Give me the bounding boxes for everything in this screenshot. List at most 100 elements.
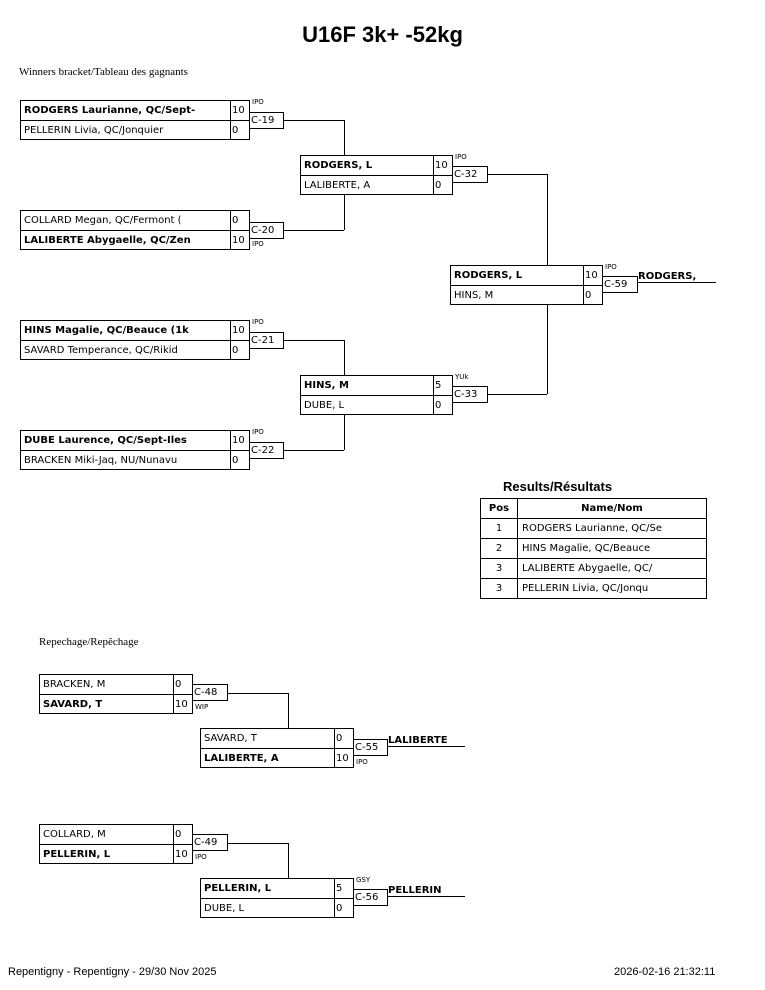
score: 0 bbox=[433, 396, 452, 415]
competitor-name: COLLARD, M bbox=[43, 829, 106, 840]
result-name: LALIBERTE Abygaelle, QC/ bbox=[517, 558, 707, 579]
match-c49-card: COLLARD, M PELLERIN, L 0 10 bbox=[39, 824, 193, 864]
match-c55-number: C-55 bbox=[353, 739, 388, 756]
table-row: 3 LALIBERTE Abygaelle, QC/ bbox=[480, 558, 707, 579]
match-c49-result-tag: IPO bbox=[195, 853, 207, 861]
competitor-name: LALIBERTE Abygaelle, QC/Zen bbox=[24, 235, 191, 246]
competitor-name: RODGERS, L bbox=[454, 270, 523, 281]
table-row: 3 PELLERIN Livia, QC/Jonqu bbox=[480, 578, 707, 599]
competitor-name: SAVARD, T bbox=[43, 699, 103, 710]
results-title: Results/Résultats bbox=[503, 479, 613, 494]
competitor-name: LALIBERTE, A bbox=[304, 180, 371, 191]
competitor-name: DUBE, L bbox=[304, 400, 345, 411]
match-c48-result-tag: WIP bbox=[195, 703, 209, 711]
competitor-name: RODGERS Laurianne, QC/Sept- bbox=[24, 105, 196, 116]
competitor-name: PELLERIN Livia, QC/Jonquier bbox=[24, 125, 164, 136]
header-name: Name/Nom bbox=[517, 498, 707, 519]
page-title: U16F 3k+ -52kg bbox=[302, 22, 463, 47]
match-c33-card: HINS, M DUBE, L 5 0 bbox=[300, 375, 453, 415]
match-c59-result-tag: IPO bbox=[605, 263, 617, 271]
match-c48-card: BRACKEN, M SAVARD, T 0 10 bbox=[39, 674, 193, 714]
competitor-name: COLLARD Megan, QC/Fermont ( bbox=[24, 215, 182, 226]
score: 10 bbox=[334, 749, 353, 768]
match-c56-result-tag: GSY bbox=[356, 876, 371, 884]
score: 0 bbox=[433, 176, 452, 195]
competitor-name: HINS, M bbox=[304, 380, 349, 391]
match-c21-number: C-21 bbox=[249, 332, 284, 349]
match-c20-result-tag: IPO bbox=[252, 240, 264, 248]
match-c20-number: C-20 bbox=[249, 222, 284, 239]
match-c20-card: COLLARD Megan, QC/Fermont ( LALIBERTE Ab… bbox=[20, 210, 250, 250]
match-c48-number: C-48 bbox=[192, 684, 228, 701]
match-c21-result-tag: IPO bbox=[252, 318, 264, 326]
match-c33-result-tag: YUk bbox=[455, 373, 469, 381]
match-c59-number: C-59 bbox=[602, 276, 638, 293]
result-pos: 3 bbox=[480, 578, 518, 599]
score: 0 bbox=[230, 121, 249, 140]
competitor-name: BRACKEN Miki-Jaq, NU/Nunavu bbox=[24, 455, 178, 466]
match-c56-card: PELLERIN, L DUBE, L 5 0 bbox=[200, 878, 354, 918]
competitor-name: DUBE Laurence, QC/Sept-Iles bbox=[24, 435, 187, 446]
competitor-name: HINS Magalie, QC/Beauce (1k bbox=[24, 325, 189, 336]
match-c55-card: SAVARD, T LALIBERTE, A 0 10 bbox=[200, 728, 354, 768]
match-c19-card: RODGERS Laurianne, QC/Sept- PELLERIN Liv… bbox=[20, 100, 250, 140]
match-c32-card: RODGERS, L LALIBERTE, A 10 0 bbox=[300, 155, 453, 195]
table-row: 2 HINS Magalie, QC/Beauce bbox=[480, 538, 707, 559]
match-c19-number: C-19 bbox=[249, 112, 284, 129]
competitor-name: RODGERS, L bbox=[304, 160, 373, 171]
result-name: HINS Magalie, QC/Beauce bbox=[517, 538, 707, 559]
header-pos: Pos bbox=[480, 498, 518, 519]
match-c33-number: C-33 bbox=[452, 386, 488, 403]
match-c22-number: C-22 bbox=[249, 442, 284, 459]
match-c55-result-tag: IPO bbox=[356, 758, 368, 766]
results-header-row: Pos Name/Nom bbox=[480, 498, 707, 519]
footer-location: Repentigny - Repentigny - 29/30 Nov 2025 bbox=[8, 966, 217, 978]
score: 5 bbox=[334, 879, 353, 898]
score: 5 bbox=[433, 376, 452, 395]
result-pos: 3 bbox=[480, 558, 518, 579]
score: 0 bbox=[334, 899, 353, 918]
score: 10 bbox=[173, 845, 192, 864]
table-row: 1 RODGERS Laurianne, QC/Se bbox=[480, 518, 707, 539]
match-c49-number: C-49 bbox=[192, 834, 228, 851]
competitor-name: LALIBERTE, A bbox=[204, 753, 279, 764]
score: 0 bbox=[173, 825, 192, 844]
score: 10 bbox=[230, 231, 249, 250]
repechage-winner-c56: PELLERIN bbox=[388, 885, 465, 897]
match-c19-result-tag: IPO bbox=[252, 98, 264, 106]
result-pos: 1 bbox=[480, 518, 518, 539]
score: 0 bbox=[583, 286, 602, 305]
match-c56-number: C-56 bbox=[353, 889, 388, 906]
score: 0 bbox=[230, 211, 249, 230]
results-table: Pos Name/Nom 1 RODGERS Laurianne, QC/Se … bbox=[480, 498, 707, 599]
score: 10 bbox=[230, 101, 249, 120]
repechage-winner-c55: LALIBERTE bbox=[388, 735, 465, 747]
competitor-name: HINS, M bbox=[454, 290, 494, 301]
match-c32-number: C-32 bbox=[452, 166, 488, 183]
score: 0 bbox=[230, 451, 249, 470]
competitor-name: SAVARD, T bbox=[204, 733, 257, 744]
match-c21-card: HINS Magalie, QC/Beauce (1k SAVARD Tempe… bbox=[20, 320, 250, 360]
score: 0 bbox=[230, 341, 249, 360]
result-pos: 2 bbox=[480, 538, 518, 559]
score: 0 bbox=[334, 729, 353, 748]
final-winner: RODGERS, bbox=[638, 271, 716, 283]
score: 10 bbox=[433, 156, 452, 175]
competitor-name: PELLERIN, L bbox=[204, 883, 272, 894]
winners-bracket-label: Winners bracket/Tableau des gagnants bbox=[19, 66, 188, 78]
score: 0 bbox=[173, 675, 192, 694]
score: 10 bbox=[583, 266, 602, 285]
footer-timestamp: 2026-02-16 21:32:11 bbox=[614, 966, 716, 978]
competitor-name: BRACKEN, M bbox=[43, 679, 106, 690]
repechage-label: Repechage/Repêchage bbox=[39, 636, 139, 648]
score: 10 bbox=[230, 431, 249, 450]
result-name: RODGERS Laurianne, QC/Se bbox=[517, 518, 707, 539]
competitor-name: DUBE, L bbox=[204, 903, 245, 914]
match-c22-card: DUBE Laurence, QC/Sept-Iles BRACKEN Miki… bbox=[20, 430, 250, 470]
score: 10 bbox=[230, 321, 249, 340]
match-c32-result-tag: IPO bbox=[455, 153, 467, 161]
score: 10 bbox=[173, 695, 192, 714]
competitor-name: SAVARD Temperance, QC/Rikid bbox=[24, 345, 178, 356]
result-name: PELLERIN Livia, QC/Jonqu bbox=[517, 578, 707, 599]
match-c22-result-tag: IPO bbox=[252, 428, 264, 436]
